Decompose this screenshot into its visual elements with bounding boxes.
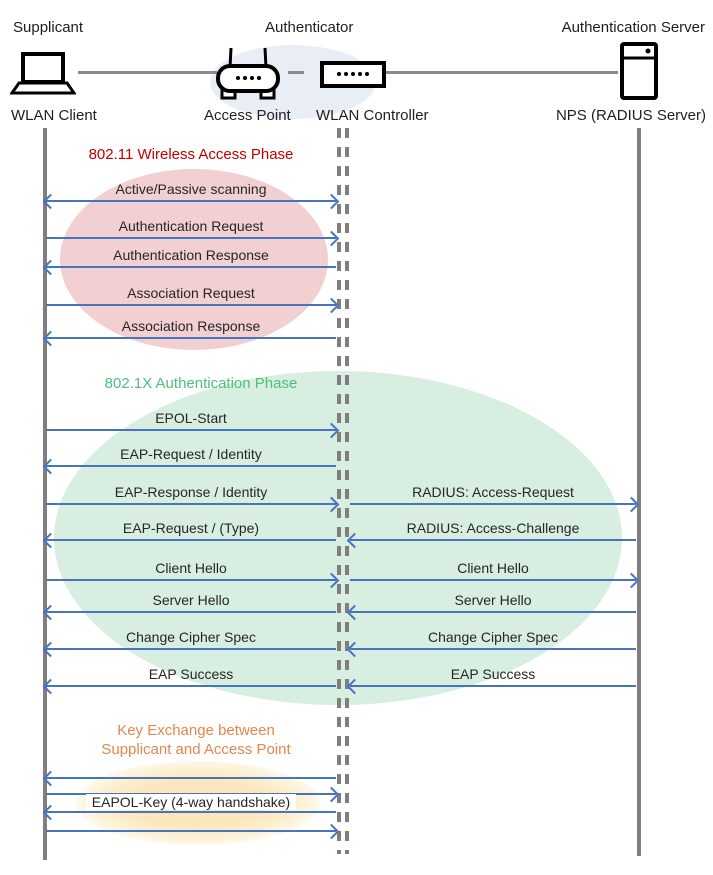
arrow-eap-request-type xyxy=(46,539,336,541)
connector-client-to-ap xyxy=(78,71,217,74)
label-epol-start: EPOL-Start xyxy=(155,410,227,426)
access-point-icon xyxy=(216,47,280,110)
arrow-eapol-key-4 xyxy=(46,830,336,832)
label-server-hello-left: Server Hello xyxy=(152,592,230,608)
arrow-change-cipher-spec-left xyxy=(46,648,336,650)
arrow-eapol-key-1 xyxy=(46,777,336,779)
arrow-epol-start xyxy=(46,429,336,431)
label-association-response: Association Response xyxy=(121,318,261,334)
phase-title-key-exchange-line2: Supplicant and Access Point xyxy=(101,741,291,758)
arrow-authentication-response xyxy=(46,266,336,268)
label-authentication-response: Authentication Response xyxy=(113,247,269,263)
label-client-hello-left: Client Hello xyxy=(155,560,227,576)
phase-title-key-exchange-line1: Key Exchange between xyxy=(117,722,275,739)
lifeline-wlan-client xyxy=(43,128,47,860)
label-active-passive-scanning: Active/Passive scanning xyxy=(115,181,267,197)
label-server-hello-right: Server Hello xyxy=(454,592,532,608)
arrow-eap-response-identity xyxy=(46,503,336,505)
arrow-association-response xyxy=(46,337,336,339)
label-eap-response-identity: EAP-Response / Identity xyxy=(114,484,268,500)
phase-title-80211: 802.11 Wireless Access Phase xyxy=(88,146,294,163)
device-nps-radius-server: NPS (RADIUS Server) xyxy=(555,107,706,124)
device-wlan-client: WLAN Client xyxy=(11,107,97,124)
label-association-request: Association Request xyxy=(127,285,255,301)
lifeline-wlan-controller-left xyxy=(337,128,341,854)
device-access-point: Access Point xyxy=(204,107,291,124)
connector-controller-to-server xyxy=(386,71,618,74)
arrow-radius-access-request xyxy=(350,503,636,505)
label-eap-success-left: EAP Success xyxy=(148,666,234,682)
label-eapol-key-handshake: EAPOL-Key (4-way handshake) xyxy=(46,794,336,810)
arrow-eap-request-identity xyxy=(46,465,336,467)
label-authentication-request: Authentication Request xyxy=(118,218,264,234)
device-wlan-controller: WLAN Controller xyxy=(316,107,429,124)
arrow-server-hello-right xyxy=(350,611,636,613)
label-client-hello-right: Client Hello xyxy=(457,560,529,576)
arrow-eap-success-right xyxy=(350,685,636,687)
label-eapol-key-handshake-text: EAPOL-Key (4-way handshake) xyxy=(85,794,297,810)
arrow-association-request xyxy=(46,304,336,306)
arrow-radius-access-challenge xyxy=(350,539,636,541)
connector-ap-to-controller xyxy=(288,71,304,74)
arrow-server-hello-left xyxy=(46,611,336,613)
phase-title-8021x: 802.1X Authentication Phase xyxy=(104,375,298,392)
server-icon xyxy=(620,42,658,105)
label-radius-access-request: RADIUS: Access-Request xyxy=(412,484,574,500)
arrow-eapol-key-3 xyxy=(46,811,336,813)
label-eap-request-type: EAP-Request / (Type) xyxy=(122,520,260,536)
arrow-eap-success-left xyxy=(46,685,336,687)
label-eap-request-identity: EAP-Request / Identity xyxy=(120,446,262,462)
label-eap-success-right: EAP Success xyxy=(450,666,536,682)
arrow-change-cipher-spec-right xyxy=(350,648,636,650)
arrow-client-hello-right xyxy=(350,579,636,581)
laptop-icon xyxy=(9,52,77,102)
arrow-active-passive-scanning xyxy=(46,200,336,202)
role-authenticator: Authenticator xyxy=(265,19,354,36)
lifeline-wlan-controller-right xyxy=(345,128,349,854)
arrow-client-hello-left xyxy=(46,579,336,581)
arrow-authentication-request xyxy=(46,237,336,239)
label-radius-access-challenge: RADIUS: Access-Challenge xyxy=(406,520,580,536)
label-change-cipher-spec-left: Change Cipher Spec xyxy=(126,629,256,645)
label-change-cipher-spec-right: Change Cipher Spec xyxy=(428,629,558,645)
wlan-controller-icon xyxy=(320,61,386,93)
role-authentication-server: Authentication Server xyxy=(561,19,705,36)
lifeline-nps-server xyxy=(637,128,641,856)
role-supplicant: Supplicant xyxy=(13,19,84,36)
